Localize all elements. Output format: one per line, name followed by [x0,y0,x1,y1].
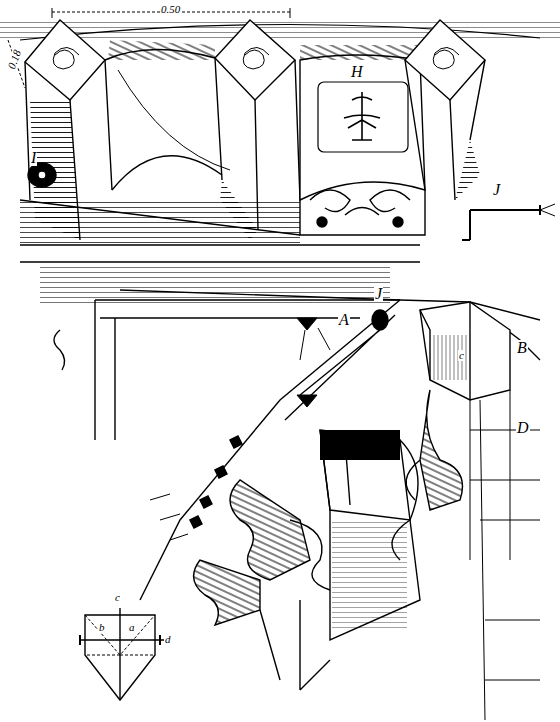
callout-letter: B [516,340,528,356]
callout-letter: a [128,622,136,633]
callout-letter: I [30,150,37,166]
callout-letter: d [164,634,172,645]
callout-letter: A [338,312,350,328]
dimension-label: 0.18 [6,48,24,72]
callout-letter: c [114,592,121,603]
callout-letter: J [374,286,383,302]
callout-letter: D [516,420,530,436]
callout-letter: b [98,622,106,633]
callout-letter: c [458,350,465,361]
callout-letter: J [492,182,501,198]
dimension-label: 0.50 [160,4,181,15]
callout-letter: H [350,64,364,80]
